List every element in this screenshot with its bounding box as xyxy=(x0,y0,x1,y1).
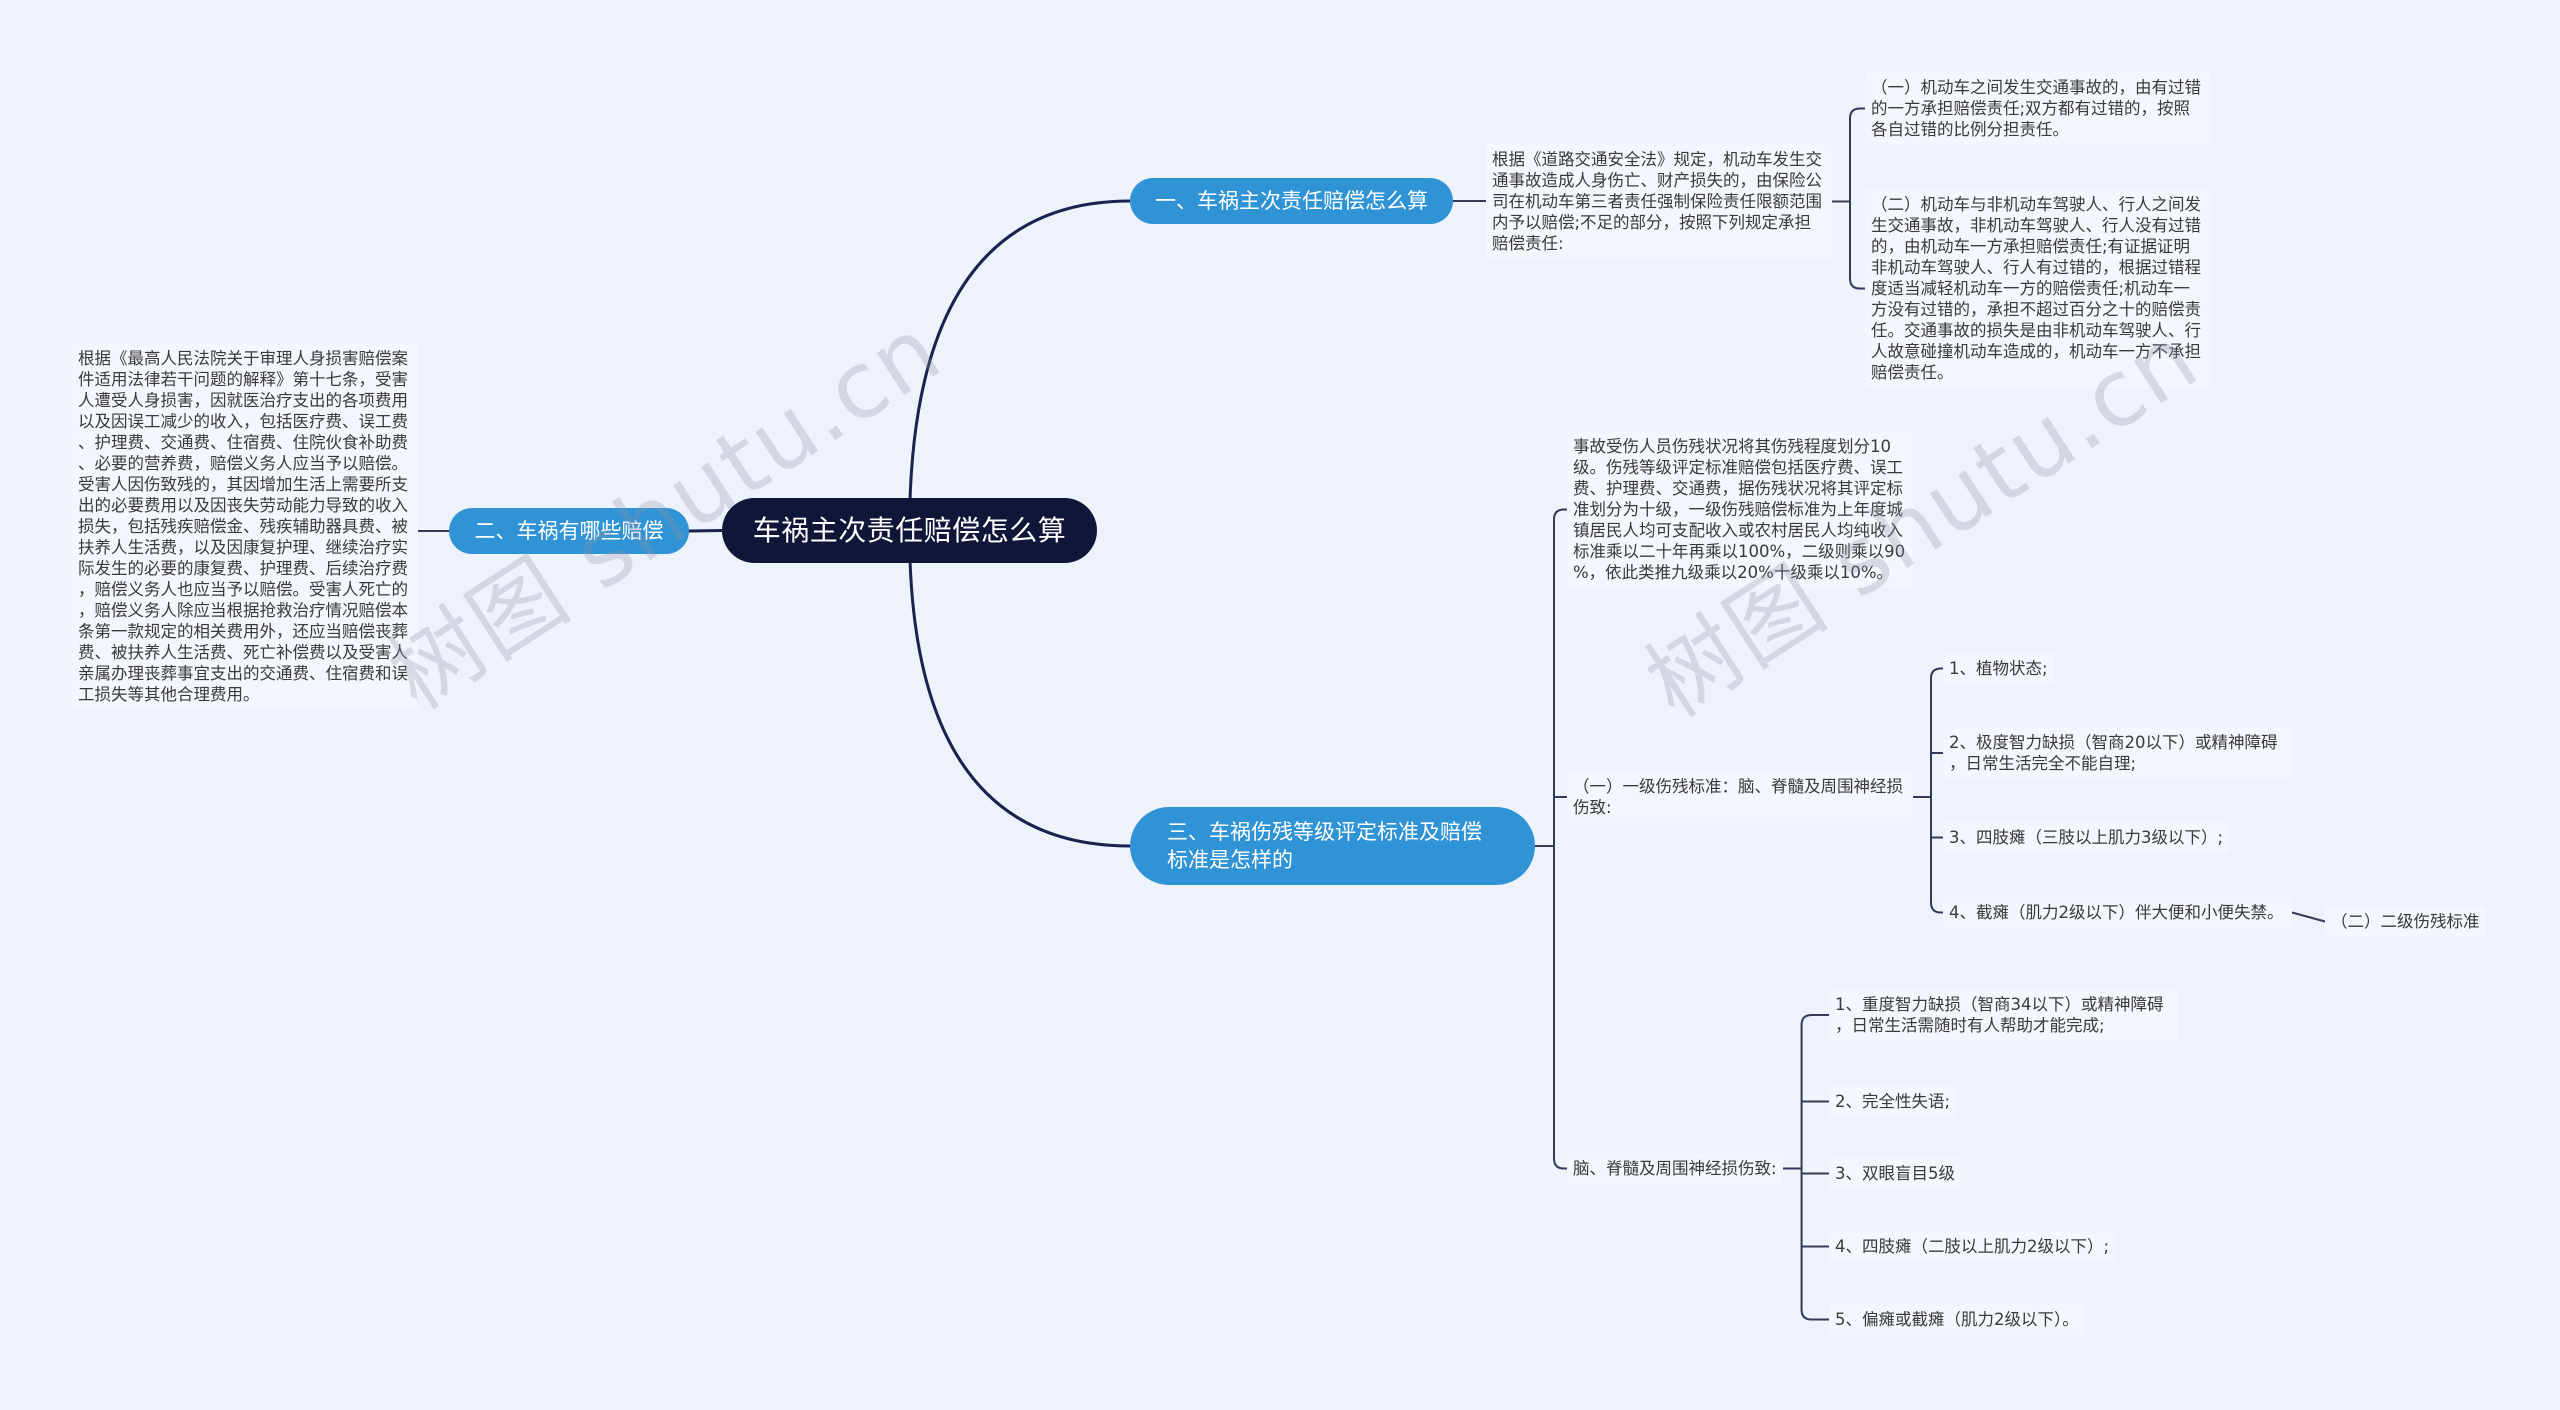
group-1-item-3[interactable]: 3、四肢瘫（三肢以上肌力3级以下）; xyxy=(1943,822,2230,853)
connector-line xyxy=(687,529,724,533)
connector-line xyxy=(1930,901,1944,914)
connector-line xyxy=(1800,1014,1830,1026)
group-1-node[interactable]: （一）一级伤残标准：脑、脊髓及周围神经损伤致: xyxy=(1567,771,1913,823)
branch-1-detail[interactable]: 根据《道路交通安全法》规定，机动车发生交通事故造成人身伤亡、财产损失的，由保险公… xyxy=(1486,144,1832,259)
connector-line xyxy=(908,199,1132,532)
branch-2-node[interactable]: 二、车祸有哪些赔偿 xyxy=(449,508,689,554)
connector-line xyxy=(1849,277,1866,290)
branch-3-detail[interactable]: 事故受伤人员伤残状况将其伤残程度划分10级。伤残等级评定标准赔偿包括医疗费、误工… xyxy=(1567,431,1913,588)
group-2-item-4[interactable]: 4、四肢瘫（二肢以上肌力2级以下）; xyxy=(1829,1231,2116,1262)
connector-line xyxy=(1553,1157,1568,1170)
group-2-item-5[interactable]: 5、偏瘫或截瘫（肌力2级以下）。 xyxy=(1829,1304,2085,1335)
branch-1-item-1[interactable]: （一）机动车之间发生交通事故的，由有过错的一方承担赔偿责任;双方都有过错的，按照… xyxy=(1865,72,2211,145)
group-2-item-1[interactable]: 1、重度智力缺损（智商34以下）或精神障碍，日常生活需随时有人帮助才能完成; xyxy=(1829,989,2178,1041)
group-1-item-4[interactable]: 4、截瘫（肌力2级以下）伴大便和小便失禁。 xyxy=(1943,897,2292,928)
group-1-next-node[interactable]: （二）二级伤残标准 xyxy=(2325,906,2486,937)
connector-line xyxy=(1800,1308,1830,1321)
group-2-node[interactable]: 脑、脊髓及周围神经损伤致: xyxy=(1567,1153,1783,1184)
root-node[interactable]: 车祸主次责任赔偿怎么算 xyxy=(722,498,1097,563)
connector-line xyxy=(2291,911,2326,923)
branch-3-node[interactable]: 三、车祸伤残等级评定标准及赔偿标准是怎样的 xyxy=(1130,807,1535,885)
group-2-item-3[interactable]: 3、双眼盲目5级 xyxy=(1829,1158,1961,1189)
connector-line xyxy=(1849,107,1866,120)
connector-line xyxy=(1930,667,1944,680)
group-1-item-2[interactable]: 2、极度智力缺损（智商20以下）或精神障碍，日常生活完全不能自理; xyxy=(1943,727,2292,779)
branch-1-node[interactable]: 一、车祸主次责任赔偿怎么算 xyxy=(1130,178,1453,224)
branch-2-detail[interactable]: 根据《最高人民法院关于审理人身损害赔偿案件适用法律若干问题的解释》第十七条，受害… xyxy=(72,343,418,710)
connector-line xyxy=(1553,508,1568,521)
group-2-item-2[interactable]: 2、完全性失语; xyxy=(1829,1086,1957,1117)
group-1-item-1[interactable]: 1、植物状态; xyxy=(1943,653,2054,684)
connector-line xyxy=(908,529,1132,848)
branch-1-item-2[interactable]: （二）机动车与非机动车驾驶人、行人之间发生交通事故，非机动车驾驶人、行人没有过错… xyxy=(1865,189,2211,388)
